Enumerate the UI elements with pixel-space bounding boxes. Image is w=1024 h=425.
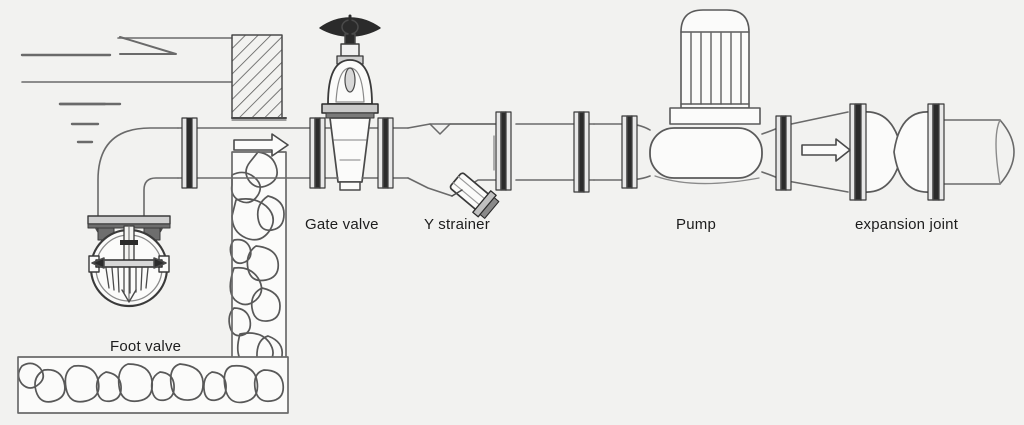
flow-arrow-suction bbox=[233, 133, 289, 157]
label-expansion-joint: expansion joint bbox=[855, 216, 959, 233]
expansion-joint bbox=[863, 111, 931, 193]
label-y-strainer: Y strainer bbox=[424, 216, 490, 233]
hatched-concrete-cap bbox=[231, 34, 287, 121]
label-foot-valve: Foot valve bbox=[110, 338, 182, 355]
label-gate-valve: Gate valve bbox=[305, 216, 379, 233]
pump bbox=[625, 9, 783, 185]
discharge-pipe bbox=[939, 119, 1015, 185]
discharge-reducer bbox=[781, 111, 849, 193]
label-pump: Pump bbox=[676, 216, 716, 233]
flow-arrow-discharge bbox=[801, 138, 851, 162]
pipe-flanges bbox=[181, 103, 945, 201]
gate-valve bbox=[317, 14, 385, 191]
water-surface-symbol bbox=[20, 36, 233, 144]
stone-floor bbox=[17, 356, 289, 414]
foot-valve bbox=[87, 215, 171, 308]
suction-pipe-and-elbow bbox=[97, 127, 179, 229]
y-strainer bbox=[407, 123, 501, 219]
